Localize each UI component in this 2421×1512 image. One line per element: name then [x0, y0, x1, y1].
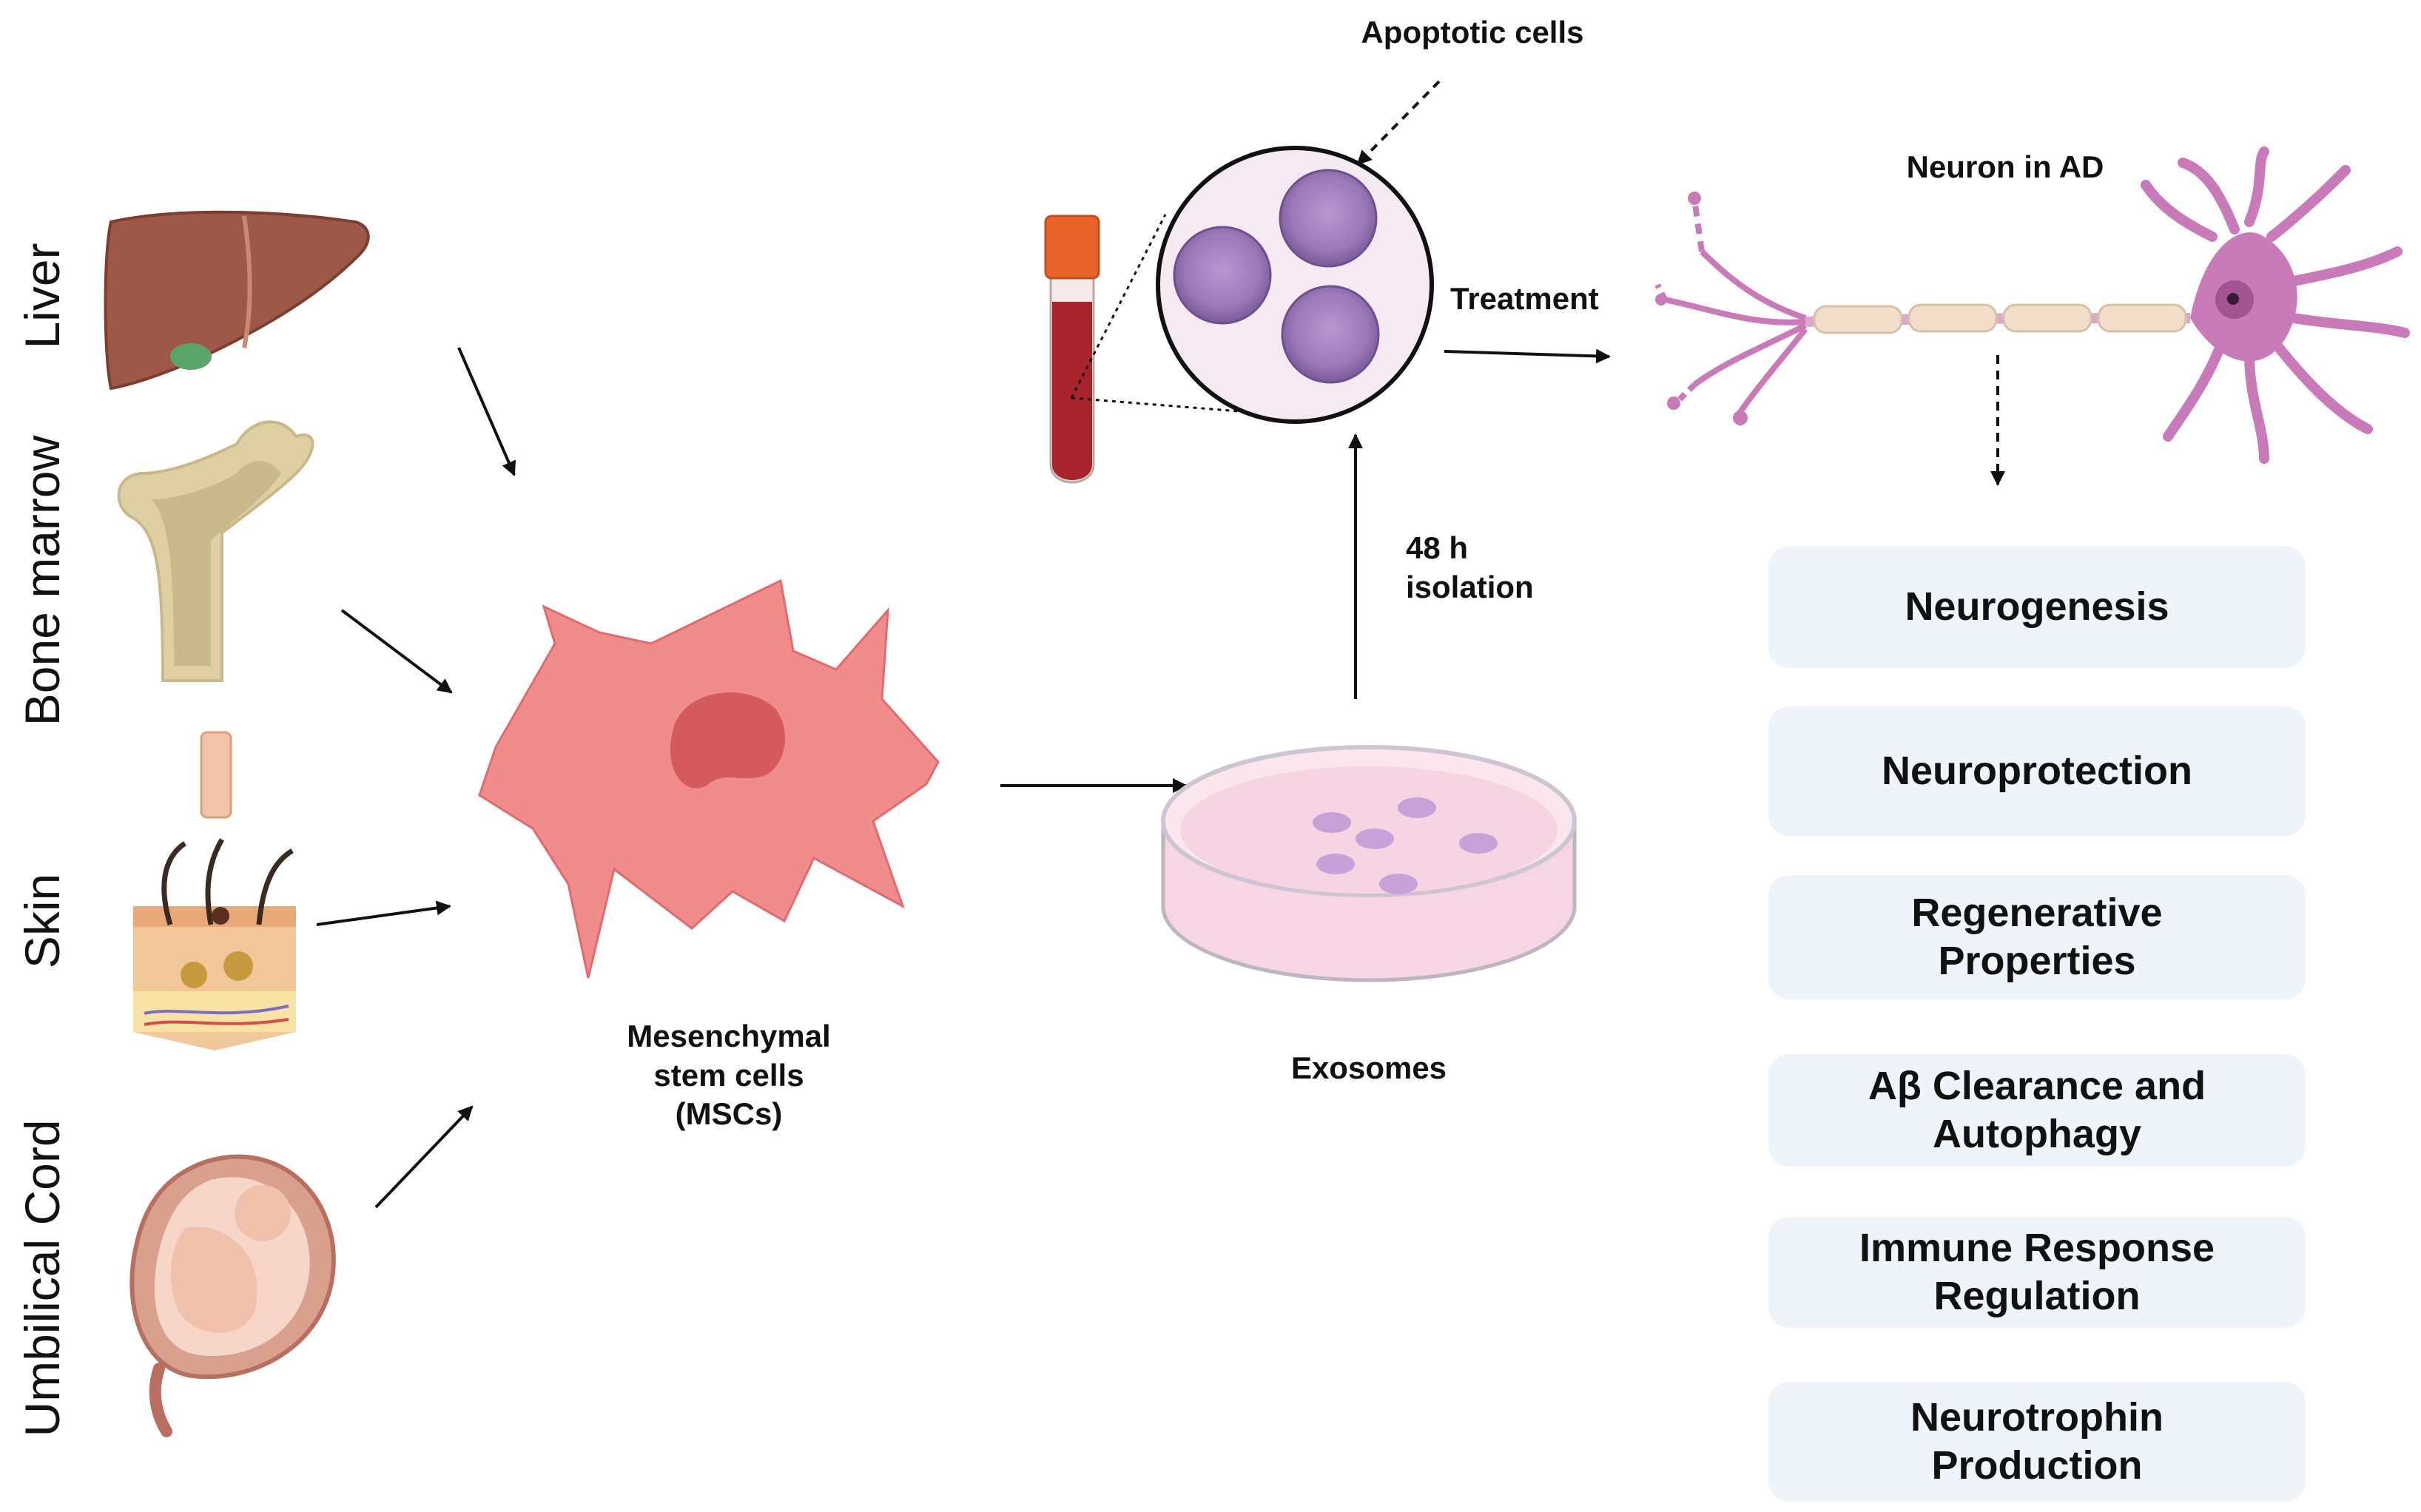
label-exosomes: Exosomes: [1290, 1050, 1447, 1085]
liver-illustration: [104, 210, 370, 391]
arrow-bone-to-msc: [340, 609, 453, 694]
effect-box-4: Immune Response Regulation: [1768, 1217, 2306, 1328]
effect-box-0: Neurogenesis: [1768, 546, 2306, 668]
label-skin: Skin: [15, 873, 70, 969]
label-apoptotic-cells: Apoptotic cells: [1361, 15, 1584, 50]
petri-dish: [1161, 745, 1577, 982]
arrow-cord-to-msc: [374, 1105, 474, 1209]
effect-box-1: Neuroprotection: [1768, 706, 2306, 836]
effect-box-3: Aβ Clearance and Autophagy: [1768, 1054, 2306, 1167]
blood-tube: [1044, 215, 1100, 484]
arrow-liver-to-msc: [457, 347, 516, 476]
effect-box-5: Neurotrophin Production: [1768, 1382, 2306, 1502]
apoptotic-cells-zoom: [1156, 146, 1434, 424]
arrow-apoptotic-pointer: [1356, 80, 1441, 166]
label-msc: Mesenchymal stem cells (MSCs): [627, 1019, 831, 1131]
label-isolation: 48 h isolation: [1406, 530, 1534, 604]
neuron-illustration: [1654, 146, 2410, 464]
arrow-treatment: [1444, 348, 1611, 364]
umbilical-illustration: [129, 1154, 336, 1437]
skin-illustration: [133, 838, 296, 1050]
label-bone-marrow: Bone marrow: [15, 435, 70, 726]
effect-box-2: Regenerative Properties: [1768, 875, 2306, 999]
label-umbilical-cord: Umbilical Cord: [15, 1119, 70, 1437]
bone-illustration: [117, 420, 314, 819]
label-liver: Liver: [15, 243, 70, 349]
msc-cell: [478, 578, 940, 979]
arrow-skin-to-msc: [316, 900, 451, 926]
label-treatment: Treatment: [1450, 281, 1599, 316]
label-neuron: Neuron in AD: [1906, 149, 2104, 184]
